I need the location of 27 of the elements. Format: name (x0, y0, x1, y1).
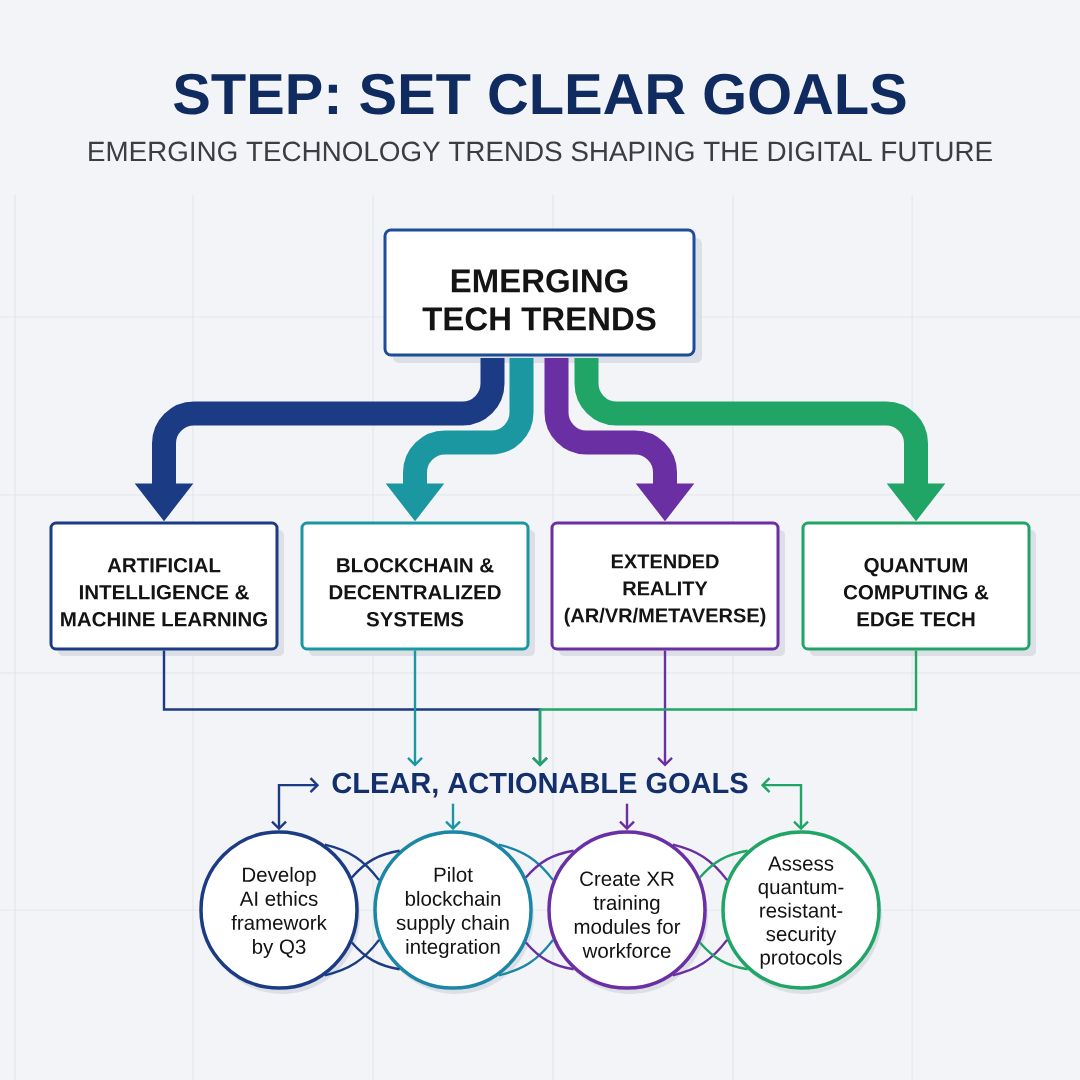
arrow (760, 777, 809, 831)
chain-link (698, 849, 748, 879)
subtitle: EMERGING TECHNOLOGY TRENDS SHAPING THE DIGITAL FUTURE (89, 141, 992, 162)
topic-box: EMERGING TECH TRENDS (383, 228, 702, 363)
chain-link (350, 849, 400, 879)
chain-link (672, 939, 728, 977)
chain-link (698, 941, 748, 971)
chain-link (350, 941, 400, 971)
chain-link (498, 843, 554, 881)
chain-link (672, 843, 728, 881)
category-box: EXTENDED REALITY (AR/VR/METAVERSE) (550, 521, 785, 656)
chain-link (524, 941, 574, 971)
chain-link (498, 939, 554, 977)
chain-link (324, 843, 380, 881)
category-box: BLOCKCHAIN & DECENTRALIZED SYSTEMS (300, 521, 535, 656)
chain-link (324, 939, 380, 977)
chain-link (524, 849, 574, 879)
category-box: QUANTUM COMPUTING & EDGE TECH (801, 521, 1036, 656)
title: STEP: SET CLEAR GOALS (173, 73, 906, 115)
category-box: ARTIFICIAL INTELLIGENCE & MACHINE LEARNING (49, 521, 284, 656)
arrow (657, 650, 673, 767)
arrow (407, 650, 423, 767)
section-heading: CLEAR, ACTIONABLE GOALS (332, 772, 748, 798)
arrow (445, 803, 461, 831)
arrow (619, 803, 635, 831)
arrow (532, 650, 918, 767)
arrow (271, 777, 320, 831)
